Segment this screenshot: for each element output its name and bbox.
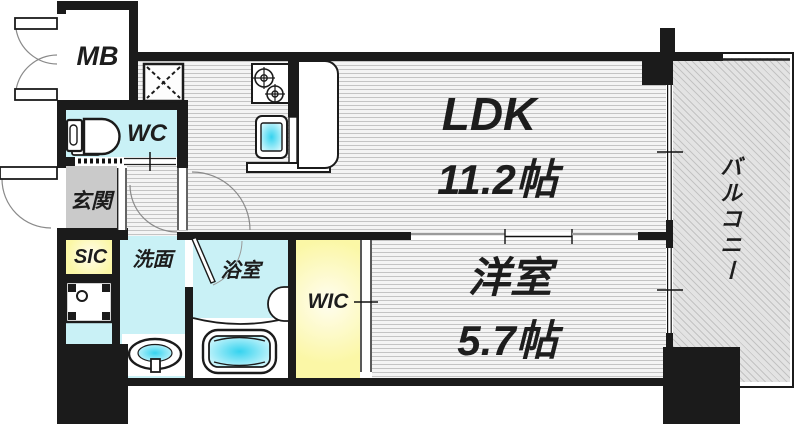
- hall-ldk-door: [177, 168, 188, 230]
- wall-washroom-left: [112, 240, 120, 344]
- balcony-floor: [673, 58, 790, 382]
- washbasin-zone: [122, 334, 185, 376]
- label-balcony: バルコニー: [717, 155, 742, 285]
- label-genkan: 玄関: [70, 190, 112, 213]
- wall-left-c: [57, 228, 66, 347]
- ldk-floor: [138, 61, 666, 232]
- wall-bath-right: [288, 232, 296, 378]
- wall-mb-top: [57, 1, 138, 10]
- meter-box-doors-icon: [14, 17, 58, 101]
- entrance-door-opening: [57, 168, 66, 228]
- wall-left-b: [57, 100, 66, 168]
- genkan-area: [66, 166, 117, 228]
- western-room-floor: [372, 240, 666, 378]
- label-ldk: LDK: [441, 88, 537, 140]
- label-bathroom: 浴室: [220, 259, 261, 282]
- label-sic: SIC: [73, 245, 108, 268]
- wc-door-strip: [75, 157, 177, 166]
- wall-wc-right: [177, 110, 188, 168]
- wall-bottom: [128, 378, 673, 386]
- wic-closet: [296, 240, 360, 378]
- wall-right-corner: [642, 61, 673, 85]
- wall-partition-b: [638, 232, 673, 240]
- bathtub-zone: [193, 318, 288, 378]
- pillar-bottom-right: [663, 347, 740, 424]
- wall-left-a: [57, 1, 66, 14]
- label-mb: MB: [76, 40, 119, 71]
- label-wc: WC: [127, 120, 167, 147]
- wall-wc-top: [57, 100, 188, 110]
- label-washroom: 洗面: [132, 248, 173, 271]
- meter-box-room: [66, 10, 129, 100]
- wall-wc-bottom-left: [57, 157, 75, 166]
- pillar-bottom-left: [57, 344, 128, 424]
- ldk-western-sliding-door: [411, 232, 638, 240]
- label-ldk-size: 11.2帖: [437, 155, 558, 203]
- sic-closet: [66, 240, 115, 274]
- label-western: 洋室: [467, 253, 552, 301]
- label-western-size: 5.7帖: [457, 316, 558, 364]
- label-wic: WIC: [307, 290, 349, 313]
- wic-sliding-door: [360, 240, 372, 378]
- wall-top: [129, 52, 723, 61]
- laundry-corner-floor: [66, 322, 112, 344]
- western-window: [666, 248, 673, 333]
- mb-door-opening: [57, 14, 66, 100]
- wall-kitchen-divider: [288, 58, 298, 117]
- pillar-top-stub: [660, 28, 675, 52]
- wall-wc-bottom-right: [177, 157, 188, 166]
- wall-genkan-bottom: [57, 228, 128, 240]
- ldk-window: [666, 85, 673, 220]
- washing-machine-pan-icon: [64, 280, 114, 324]
- wall-bath-left: [185, 287, 193, 378]
- entrance-door-icon: [0, 166, 58, 229]
- wall-sic-bottom: [57, 274, 115, 282]
- washroom-bath-door: [185, 240, 193, 287]
- genkan-hall-door: [117, 168, 127, 230]
